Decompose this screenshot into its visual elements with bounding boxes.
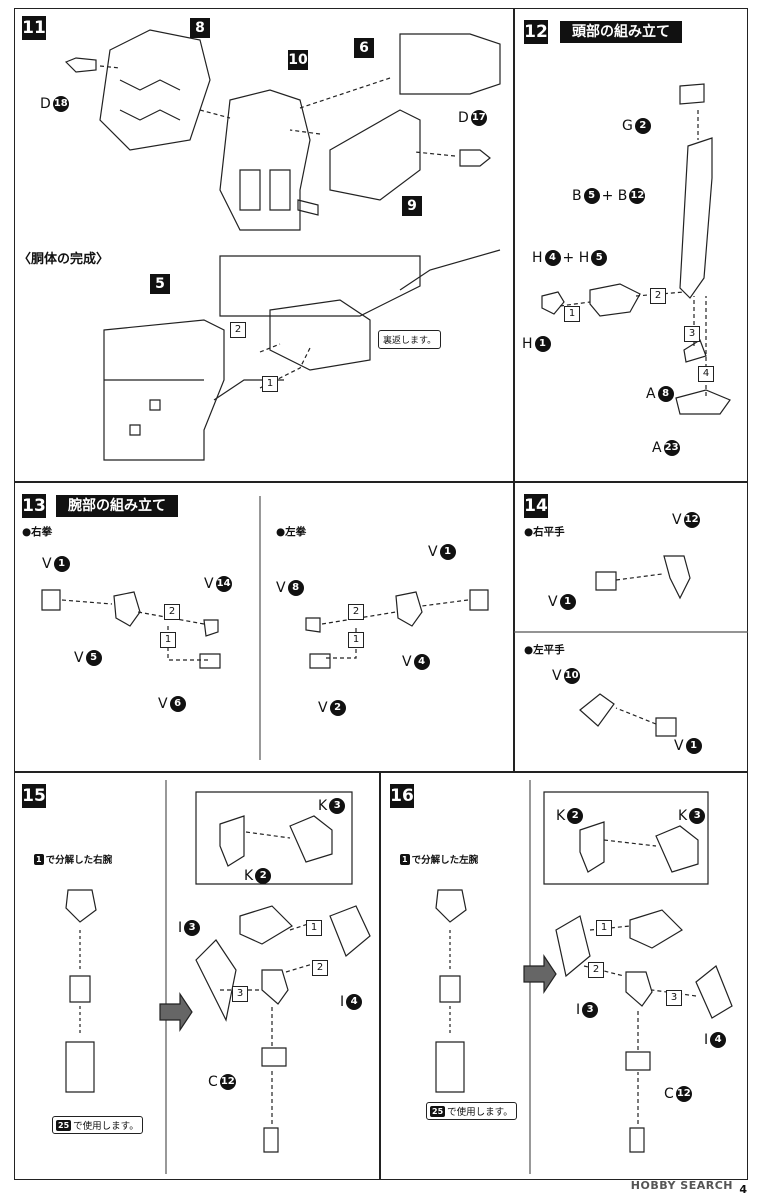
step-15-number: 15 [22,784,46,808]
section-title-torso-complete: 〈胴体の完成〉 [18,252,110,267]
step-14-number: 14 [524,494,548,518]
flip-note: 裏返します。 [378,330,442,349]
seq-3: 3 [684,326,700,342]
step-12-title: 頭部の組み立て [560,21,682,43]
step11-drawing [64,29,501,461]
seq-2: 2 [588,962,604,978]
page-number: 4 [739,1183,747,1196]
step-13-title: 腕部の組み立て [56,495,178,517]
seq-1: 1 [348,632,364,648]
step-13-panel [14,482,514,772]
left-open-hand-label: ●左平手 [524,644,565,656]
step-16-number: 16 [390,784,414,808]
seq-1: 1 [306,920,322,936]
step-11-panel [14,8,514,482]
seq-1: 1 [596,920,612,936]
step-12-panel [514,8,748,482]
seq-3: 3 [666,990,682,1006]
seq-2: 2 [348,604,364,620]
part-8: 8 [190,18,210,38]
step15-drawing [65,780,371,1174]
step-14-panel [514,482,748,772]
part-9: 9 [402,196,422,216]
seq-2: 2 [312,960,328,976]
seq-1: 1 [564,306,580,322]
step15-arrows [220,831,327,1124]
step-13-number: 13 [22,494,46,518]
step13-drawing [41,496,489,760]
step12-drawing [541,83,731,415]
brand-watermark: HOBBY SEARCH [630,1179,733,1192]
step14-drawing [514,555,748,737]
right-fist-label: ●右拳 [22,526,53,538]
seq-2: 2 [230,322,246,338]
step-11-number: 11 [22,16,46,40]
seq-2: 2 [650,288,666,304]
step-16-panel [380,772,748,1180]
step16-arrows [583,839,697,1124]
part-10: 10 [288,50,308,70]
seq-3: 3 [232,986,248,1002]
seq-2: 2 [164,604,180,620]
step-15-panel [14,772,380,1180]
step-12-number: 12 [524,20,548,44]
step16-drawing [435,780,733,1174]
step13-arrows [61,599,469,661]
right-open-hand-label: ●右平手 [524,526,565,538]
seq-4: 4 [698,366,714,382]
seq-1: 1 [160,632,176,648]
left-fist-label: ●左拳 [276,526,307,538]
part-6: 6 [354,38,374,58]
step14-arrows [615,573,663,725]
seq-1: 1 [262,376,278,392]
part-5: 5 [150,274,170,294]
